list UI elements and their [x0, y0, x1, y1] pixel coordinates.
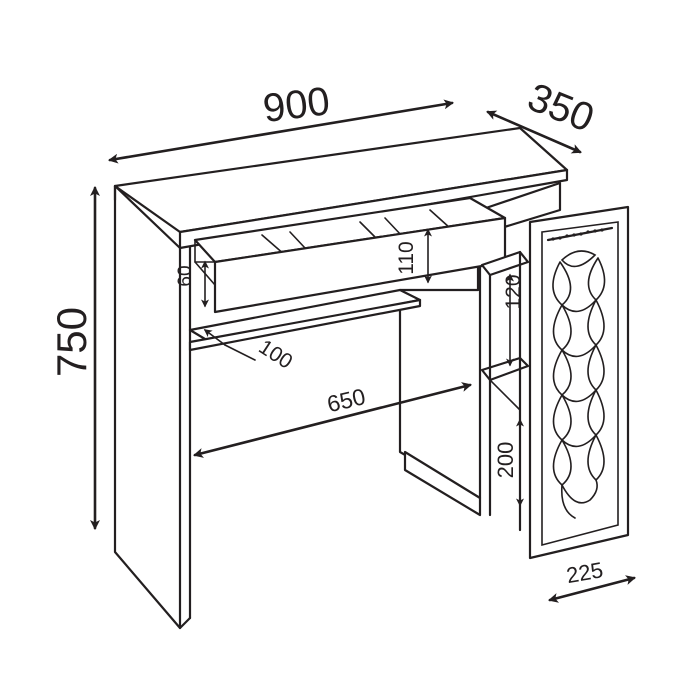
cabinet-lower-label: 200	[493, 442, 518, 479]
cabinet-shelf-depth	[489, 379, 521, 411]
door-width-dimension-line	[548, 575, 636, 603]
shelf-gap-label: 100	[255, 335, 297, 373]
dimension-lines	[90, 99, 636, 603]
cabinet-shelf-label: 120	[502, 274, 525, 309]
width-dimension-line	[108, 99, 454, 164]
door-lattice-decoration	[552, 250, 606, 519]
knee-space-dimension-line	[193, 382, 472, 458]
height-label: 750	[48, 307, 95, 377]
cabinet-door	[528, 205, 630, 560]
drawer-divider-2	[289, 231, 306, 249]
door-inner-frame	[541, 221, 619, 547]
cabinet-base	[403, 450, 482, 517]
width-label: 900	[261, 79, 333, 131]
shelf-gap-leader	[224, 344, 256, 361]
shelf-gap-dimension-line	[203, 329, 226, 346]
left-side-panel	[113, 184, 182, 630]
drawer-height-label: 110	[395, 241, 418, 274]
door-hinge-dots	[551, 228, 604, 241]
door-width-label: 225	[564, 557, 605, 588]
cabinet-top-shelf	[480, 250, 530, 277]
furniture	[113, 126, 630, 630]
left-panel-foot	[178, 616, 192, 630]
depth-dimension-line	[486, 110, 582, 154]
under-drawer-shelf-edge	[188, 298, 422, 352]
drawer-divider-5	[429, 209, 451, 229]
drawer-depth-label: 60	[175, 265, 196, 286]
